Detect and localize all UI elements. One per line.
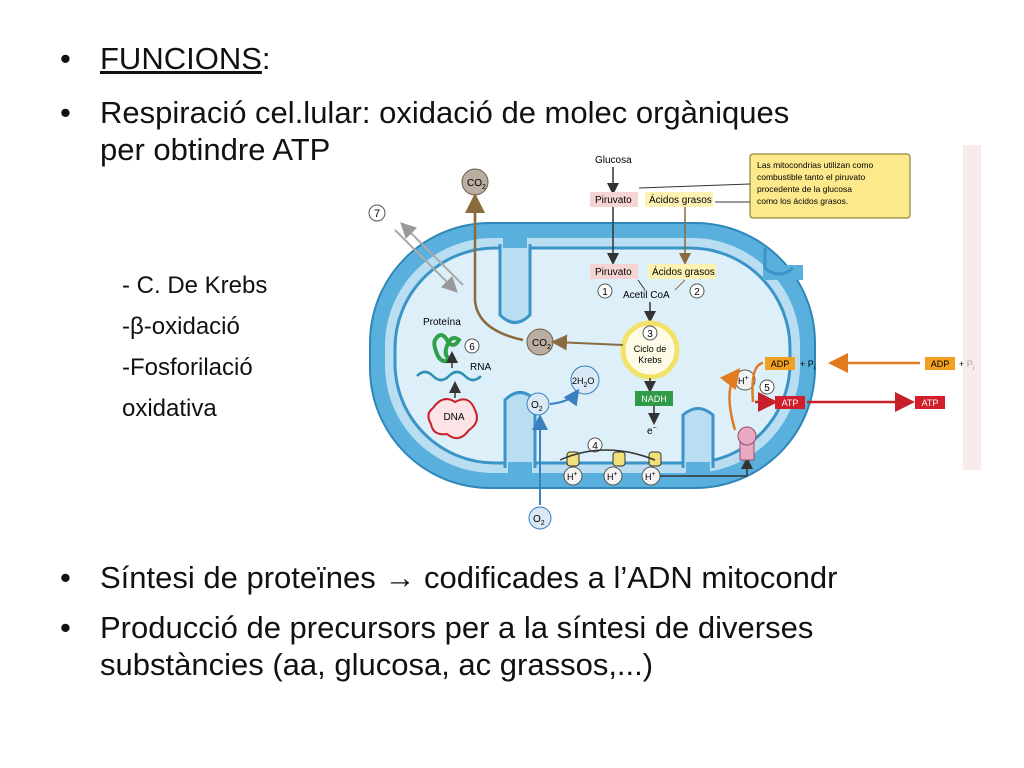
funcions-colon: :	[261, 41, 271, 76]
step-6-label: 6	[469, 342, 475, 353]
nadh-label: NADH	[641, 394, 667, 404]
co2-inner-label: CO2	[532, 338, 551, 351]
respiracio-line2: per obtindre ATP	[100, 132, 331, 167]
respiracio-line1: Respiració cel.lular: oxidació de molec …	[100, 95, 790, 130]
step-5-label: 5	[764, 383, 770, 394]
produccio-line2: substàncies (aa, glucosa, ac grassos,...…	[100, 647, 654, 682]
acidos-top-label: Ácidos grasos	[649, 193, 712, 206]
subitem-oxidativa: oxidativa	[122, 395, 217, 422]
atp-box-inner	[775, 396, 805, 409]
o2-inner-label: O2	[531, 400, 543, 413]
water-label: 2H2O	[572, 376, 594, 389]
step-4-label: 4	[592, 441, 598, 452]
subitem-krebs: - C. De Krebs	[122, 272, 268, 299]
respiracio-sublist: - C. De Krebs -β-oxidació -Fosforilació …	[122, 265, 267, 429]
step-3-badge	[642, 325, 658, 341]
step-7-badge	[368, 204, 386, 222]
note-line-2: combustible tanto el piruvato	[757, 172, 865, 182]
funcions-heading: FUNCIONS	[100, 41, 262, 76]
adp-outer-label: ADP	[931, 359, 950, 369]
right-arrow-icon: →	[384, 560, 416, 595]
acidos-inner-label: Ácidos grasos	[652, 265, 715, 278]
water-bubble	[570, 365, 600, 395]
subitem-beta-oxidacio: -β-oxidació	[122, 313, 240, 340]
note-box	[749, 153, 911, 219]
atp-box-outer	[915, 396, 945, 409]
atp-synthase	[737, 426, 757, 461]
nadh-box	[635, 391, 673, 406]
proteina-label: Proteína	[423, 317, 461, 328]
note-line-1: Las mitocondrias utilizan como	[757, 160, 873, 170]
svg-text:H+: H+	[607, 471, 618, 482]
co2-top-label: CO2	[467, 178, 486, 191]
bullet-dot: •	[60, 41, 71, 76]
glucosa-label: Glucosa	[595, 155, 632, 166]
bullet-dot: •	[60, 610, 71, 645]
rna-strand-icon	[416, 370, 482, 382]
note-line-3: procedente de la glucosa	[757, 184, 852, 194]
svg-text:H+: H+	[567, 471, 578, 482]
ciclo-line-2: Krebs	[638, 355, 662, 365]
h-plus-outer-group: H+ H+ H+	[563, 466, 661, 486]
sintesi-text: Síntesi de proteïnes	[100, 560, 385, 595]
adp-box-outer	[925, 357, 955, 370]
adp-box-inner	[765, 357, 795, 370]
step-1-badge	[597, 283, 613, 299]
background-artifact	[963, 145, 981, 470]
adp-inner-label: ADP	[771, 359, 790, 369]
protein-coil-icon	[432, 333, 462, 364]
sintesi-text-end: codificades a l’ADN mitocondr	[415, 560, 838, 595]
piruvato-box-inner	[590, 264, 638, 279]
produccio-line1: Producció de precursors per a la síntesi…	[100, 610, 814, 645]
pi-inner-label: + Pi	[800, 359, 816, 372]
acetil-coa-label: Acetil CoA	[623, 290, 670, 301]
acidos-box-top	[645, 192, 713, 207]
step-1-label: 1	[602, 287, 608, 298]
mitochondrion-diagram: 7 CO2 Glucosa Piruvato Ácidos grasos Las…	[368, 145, 981, 530]
step-7-label: 7	[374, 208, 380, 220]
bullet-dot: •	[60, 95, 71, 130]
step-6-badge	[464, 338, 480, 354]
cristae	[498, 244, 715, 468]
svg-text:H+: H+	[645, 471, 656, 482]
step-2-badge	[689, 283, 705, 299]
electron-label: e−	[647, 425, 657, 437]
dna-label: DNA	[443, 412, 464, 423]
bullet-dot: •	[60, 560, 71, 595]
note-line-4: como los ácidos grasos.	[757, 196, 848, 206]
atp-inner-label: ATP	[782, 398, 799, 408]
dna-loop-icon	[427, 398, 478, 440]
step-2-label: 2	[694, 287, 700, 298]
o2-outer-bubble	[528, 506, 552, 530]
step-3-label: 3	[647, 329, 653, 340]
co2-exit-arrow	[473, 196, 524, 342]
piruvato-box-top	[590, 192, 638, 207]
krebs-cycle-ring	[620, 320, 680, 380]
step-4-badge	[587, 437, 603, 453]
o2-outer-label: O2	[533, 514, 545, 527]
piruvato-top-label: Piruvato	[595, 195, 632, 206]
acidos-box-inner	[648, 264, 716, 279]
rna-label: RNA	[470, 362, 491, 373]
subitem-fosforilacio: -Fosforilació	[122, 354, 253, 381]
ciclo-line-1: Ciclo de	[634, 344, 667, 354]
h-plus-inner-label: H+	[738, 375, 749, 386]
piruvato-inner-label: Piruvato	[595, 267, 632, 278]
atp-outer-label: ATP	[922, 398, 939, 408]
